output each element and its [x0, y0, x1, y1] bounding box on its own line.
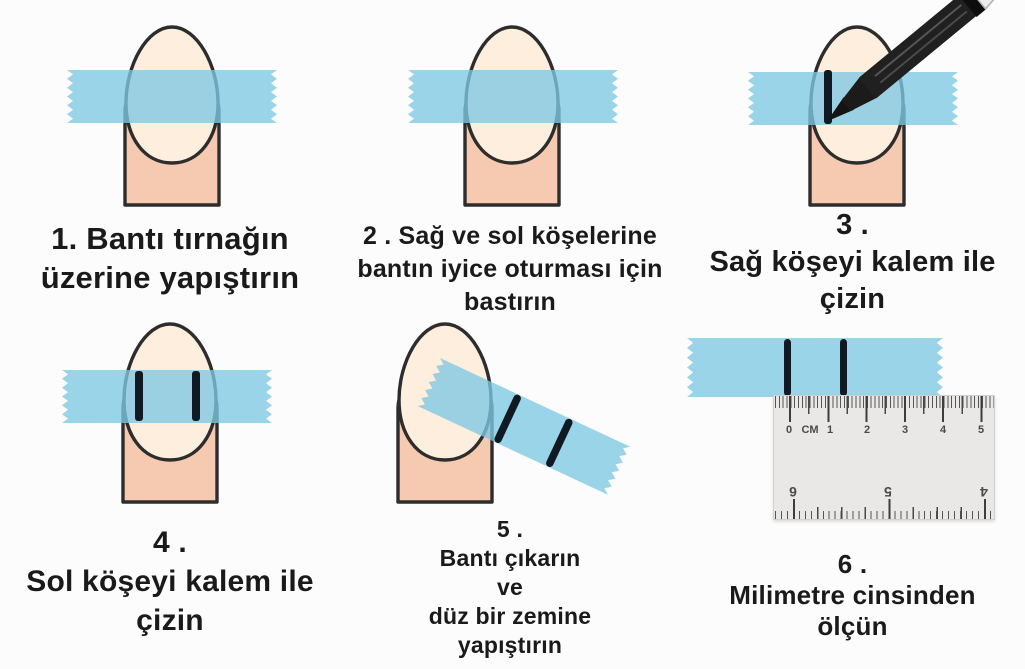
- step4-illustration: [62, 322, 272, 504]
- step6-illustration: 0 CM 1 2 3 4 5 6 5 4: [680, 320, 1025, 669]
- step3-illustration: [748, 0, 1012, 207]
- tape-strip: [408, 70, 618, 123]
- ruler-inch-label-6: 6: [789, 484, 797, 500]
- ruler-inch-ticks: [774, 499, 994, 519]
- step2-caption: 2 . Sağ ve sol köşelerine bantın iyice o…: [357, 222, 663, 316]
- ruler-inch-label-5: 5: [884, 484, 892, 500]
- ruler-label-4: 4: [939, 424, 947, 436]
- drawn-line-left: [784, 339, 791, 396]
- tape-strip: [67, 70, 277, 123]
- ruler-inch-label-4: 4: [980, 484, 988, 500]
- step1-caption: 1. Bantı tırnağın üzerine yapıştırın: [40, 221, 300, 295]
- tape-strip: [687, 338, 943, 397]
- drawn-line-right: [840, 339, 847, 396]
- ruler-label-3: 3: [901, 424, 909, 436]
- ruler-label-5: 5: [977, 424, 985, 436]
- ruler-label-0: 0: [785, 424, 793, 436]
- step2-illustration: [408, 25, 618, 207]
- ruler-label-2: 2: [863, 424, 871, 436]
- tape-strip: [62, 370, 272, 423]
- step4-caption: 4 . Sol köşeyi kalem ile çizin: [26, 526, 314, 637]
- drawn-line-right: [192, 371, 200, 421]
- step3-caption: 3 . Sağ köşeyi kalem ile çizin: [709, 209, 996, 315]
- drawn-line-left: [135, 371, 143, 421]
- ruler-label-1: 1: [826, 424, 834, 436]
- step6-caption: 6 . Milimetre cinsinden ölçün: [729, 549, 976, 641]
- step1-illustration: [67, 25, 277, 207]
- step5-illustration: [396, 322, 631, 504]
- ruler: 0 CM 1 2 3 4 5 6 5 4: [773, 395, 995, 520]
- ruler-label-cm: CM: [801, 424, 819, 436]
- drawn-line-right-corner: [824, 70, 832, 124]
- step5-caption: 5 . Bantı çıkarın ve düz bir zemine yapı…: [428, 516, 592, 658]
- peeled-tape-strip: [417, 358, 631, 495]
- ruler-cm-ticks: [774, 396, 994, 422]
